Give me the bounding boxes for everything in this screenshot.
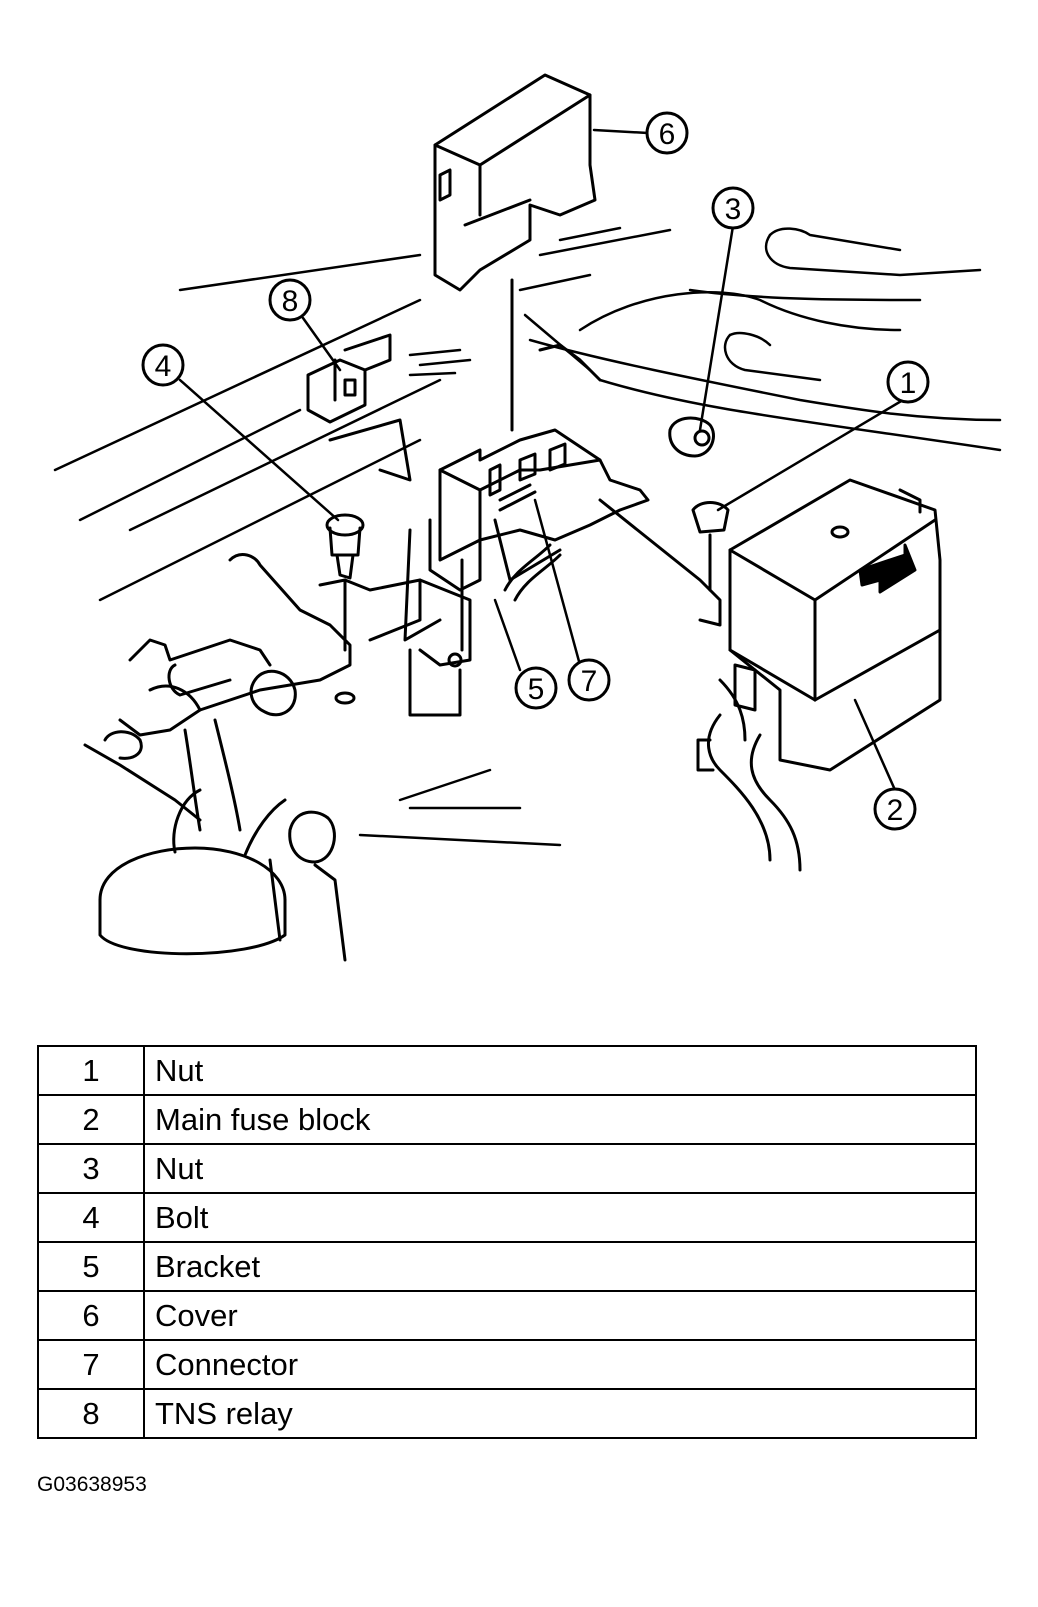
table-row: 7 Connector <box>37 1339 977 1390</box>
table-row: 3 Nut <box>37 1143 977 1194</box>
callout-1: 1 <box>886 360 930 404</box>
callout-4: 4 <box>141 343 185 387</box>
legend-description: Connector <box>143 1339 977 1390</box>
main-fuse-block-part <box>718 478 942 772</box>
legend-description: Bolt <box>143 1192 977 1243</box>
table-row: 1 Nut <box>37 1045 977 1096</box>
lower-left-components <box>83 553 462 832</box>
figure-id: G03638953 <box>37 1473 147 1496</box>
legend-description: Main fuse block <box>143 1094 977 1145</box>
legend-number: 5 <box>37 1241 145 1292</box>
cover-part <box>433 73 597 432</box>
legend-number: 2 <box>37 1094 145 1145</box>
callout-3: 3 <box>711 186 755 230</box>
callout-1-number: 1 <box>900 367 917 400</box>
exploded-view-illustration: 1 2 3 4 5 6 7 8 <box>53 73 1002 962</box>
callout-5: 5 <box>514 666 558 710</box>
callout-3-number: 3 <box>725 193 742 226</box>
legend-description: Nut <box>143 1045 977 1096</box>
engine-bay-outline <box>53 226 1002 847</box>
legend-number: 4 <box>37 1192 145 1243</box>
parts-legend-table: 1 Nut 2 Main fuse block 3 Nut 4 Bolt 5 B… <box>37 1045 977 1439</box>
bracket-and-connector-part <box>403 343 722 668</box>
callout-4-number: 4 <box>155 350 172 383</box>
table-row: 2 Main fuse block <box>37 1094 977 1145</box>
legend-number: 3 <box>37 1143 145 1194</box>
tns-relay-part <box>306 333 412 482</box>
legend-number: 8 <box>37 1388 145 1439</box>
canister-outline <box>98 788 347 962</box>
legend-description: TNS relay <box>143 1388 977 1439</box>
callout-8-number: 8 <box>282 285 299 318</box>
legend-number: 7 <box>37 1339 145 1390</box>
legend-number: 6 <box>37 1290 145 1341</box>
legend-description: Cover <box>143 1290 977 1341</box>
callout-8: 8 <box>268 278 312 322</box>
nut-part-3 <box>668 416 715 458</box>
legend-description: Bracket <box>143 1241 977 1292</box>
nut-part-1 <box>691 501 730 592</box>
callout-6: 6 <box>645 111 689 155</box>
callout-6-number: 6 <box>659 118 676 151</box>
hose-outline-right <box>696 713 802 872</box>
legend-number: 1 <box>37 1045 145 1096</box>
callout-leader-lines <box>178 128 905 792</box>
callout-5-number: 5 <box>528 673 545 706</box>
callout-2-number: 2 <box>887 794 904 827</box>
table-row: 6 Cover <box>37 1290 977 1341</box>
callout-7: 7 <box>567 658 611 702</box>
table-row: 4 Bolt <box>37 1192 977 1243</box>
callout-7-number: 7 <box>581 665 598 698</box>
table-row: 5 Bracket <box>37 1241 977 1292</box>
legend-description: Nut <box>143 1143 977 1194</box>
table-row: 8 TNS relay <box>37 1388 977 1439</box>
callout-2: 2 <box>873 787 917 831</box>
